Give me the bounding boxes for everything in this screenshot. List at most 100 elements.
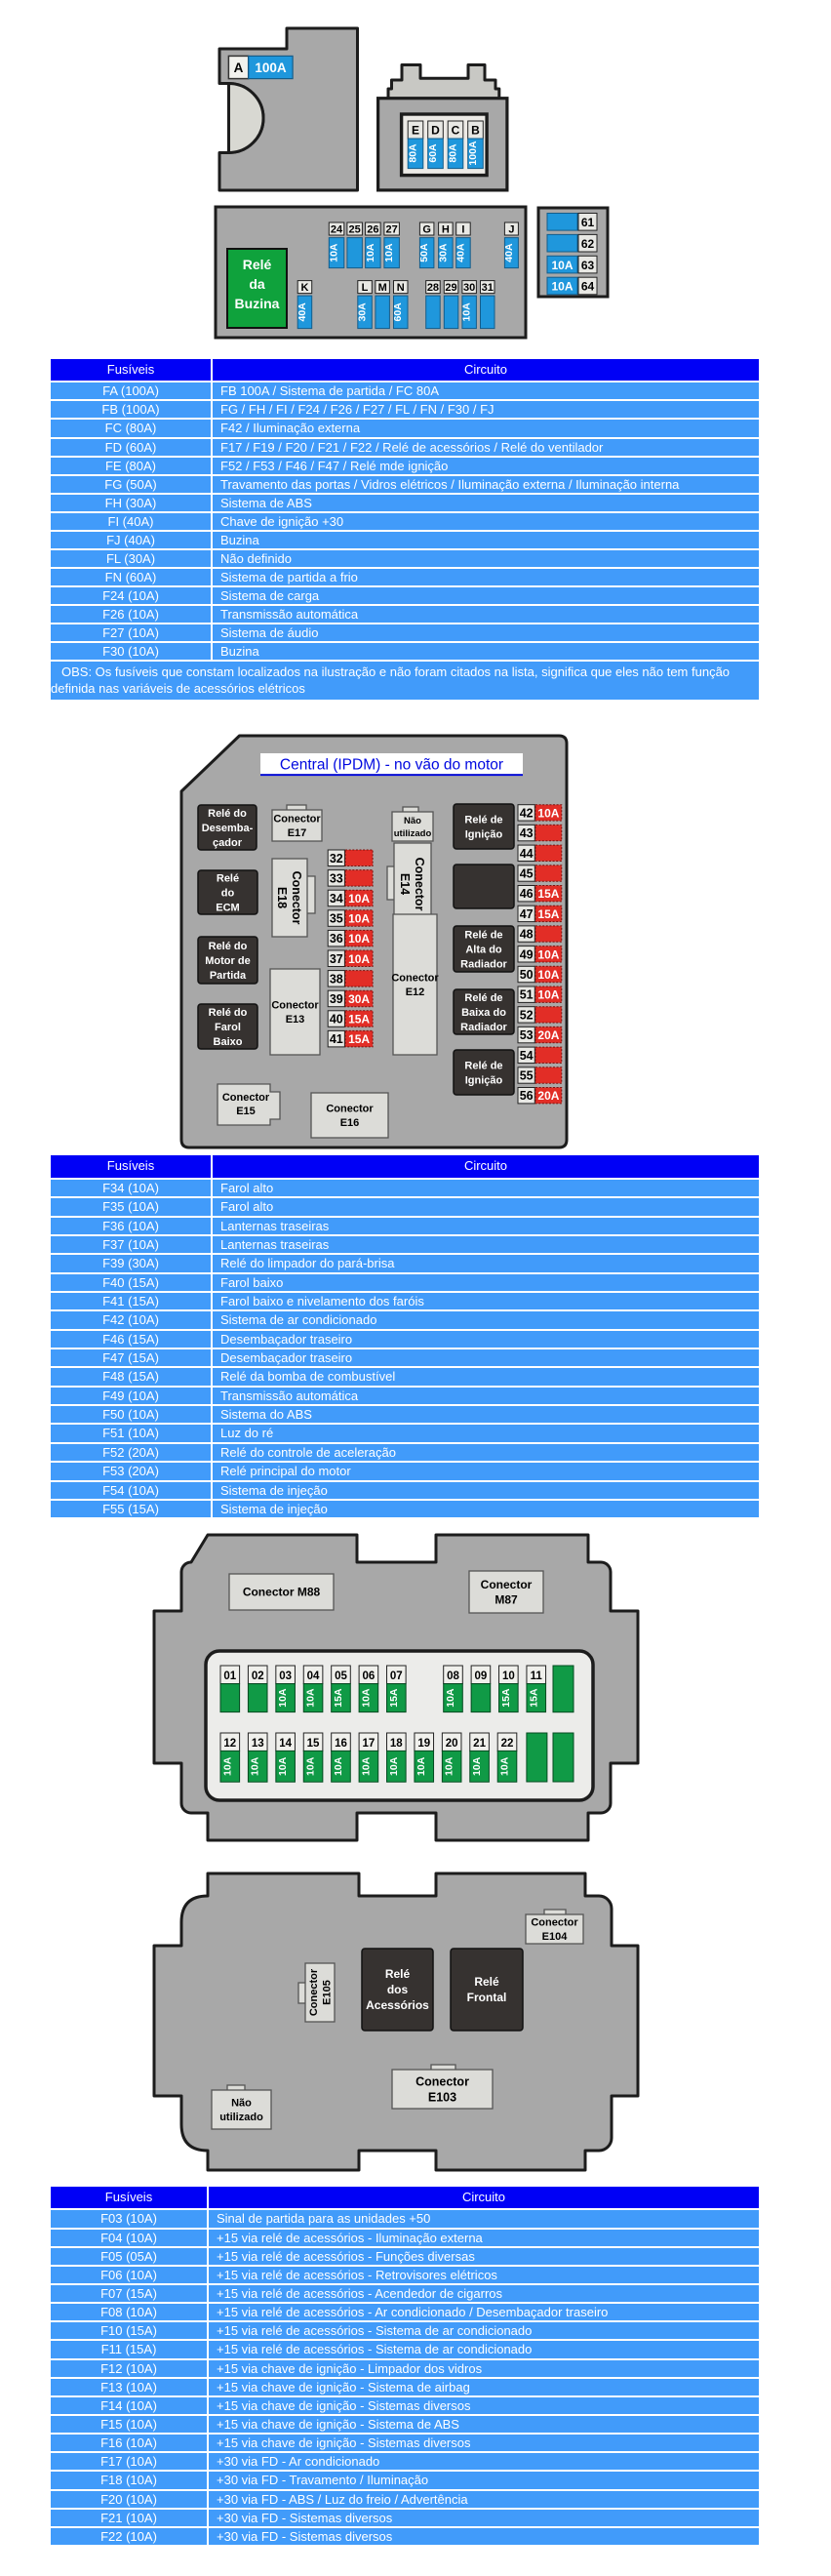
svg-text:50A: 50A bbox=[418, 243, 430, 262]
svg-text:17: 17 bbox=[363, 1738, 376, 1750]
svg-text:15: 15 bbox=[307, 1738, 320, 1750]
svg-text:63: 63 bbox=[581, 259, 595, 272]
svg-text:Buzina: Buzina bbox=[235, 296, 280, 311]
svg-text:30A: 30A bbox=[357, 302, 369, 322]
svg-text:C: C bbox=[452, 124, 460, 138]
svg-text:G: G bbox=[422, 224, 431, 236]
svg-text:10A: 10A bbox=[360, 1756, 372, 1776]
svg-text:L: L bbox=[362, 282, 369, 294]
svg-text:Conector: Conector bbox=[290, 871, 303, 925]
svg-text:80A: 80A bbox=[408, 143, 419, 163]
svg-text:08: 08 bbox=[447, 1670, 459, 1682]
svg-text:10A: 10A bbox=[537, 947, 559, 961]
svg-text:48: 48 bbox=[520, 928, 534, 942]
svg-text:60A: 60A bbox=[427, 143, 439, 163]
svg-text:19: 19 bbox=[417, 1738, 430, 1750]
svg-text:10A: 10A bbox=[551, 280, 573, 294]
svg-text:20: 20 bbox=[446, 1738, 458, 1750]
svg-text:E16: E16 bbox=[340, 1117, 360, 1129]
svg-text:15A: 15A bbox=[348, 1032, 370, 1046]
svg-text:Desemba-: Desemba- bbox=[202, 823, 254, 834]
svg-text:28: 28 bbox=[427, 282, 439, 294]
svg-text:46: 46 bbox=[520, 887, 534, 901]
svg-text:Baixo: Baixo bbox=[214, 1036, 243, 1048]
svg-text:30: 30 bbox=[463, 282, 475, 294]
svg-text:D: D bbox=[431, 124, 440, 138]
svg-text:H: H bbox=[442, 224, 450, 236]
svg-text:05: 05 bbox=[335, 1670, 347, 1682]
svg-text:E18: E18 bbox=[275, 887, 289, 908]
svg-text:10A: 10A bbox=[329, 243, 340, 262]
svg-text:Relé do: Relé do bbox=[209, 941, 248, 952]
svg-text:B: B bbox=[471, 124, 480, 138]
svg-text:I: I bbox=[461, 224, 464, 236]
svg-text:40A: 40A bbox=[455, 243, 466, 262]
svg-text:42: 42 bbox=[520, 806, 534, 820]
svg-text:Conector: Conector bbox=[391, 973, 439, 985]
svg-text:çador: çador bbox=[213, 837, 243, 849]
svg-text:54: 54 bbox=[520, 1049, 534, 1063]
svg-text:10A: 10A bbox=[461, 302, 473, 322]
svg-text:J: J bbox=[508, 224, 514, 236]
svg-text:da: da bbox=[249, 276, 265, 292]
svg-text:13: 13 bbox=[252, 1738, 264, 1750]
svg-text:15A: 15A bbox=[333, 1688, 344, 1708]
svg-text:Conector: Conector bbox=[273, 814, 321, 825]
svg-text:10A: 10A bbox=[333, 1756, 344, 1776]
svg-text:10A: 10A bbox=[537, 988, 559, 1002]
svg-text:Relé: Relé bbox=[474, 1975, 499, 1989]
svg-text:Radiador: Radiador bbox=[460, 958, 507, 970]
svg-text:10A: 10A bbox=[499, 1756, 511, 1776]
svg-text:10A: 10A bbox=[348, 912, 370, 926]
svg-text:Conector: Conector bbox=[416, 2074, 469, 2088]
svg-text:10A: 10A bbox=[305, 1756, 317, 1776]
svg-text:49: 49 bbox=[520, 947, 534, 961]
svg-text:ECM: ECM bbox=[216, 902, 239, 913]
svg-text:12: 12 bbox=[223, 1738, 236, 1750]
svg-text:Relé: Relé bbox=[243, 257, 272, 272]
svg-text:Relé de: Relé de bbox=[464, 992, 502, 1004]
svg-text:100A: 100A bbox=[467, 141, 479, 166]
svg-text:Alta do: Alta do bbox=[465, 944, 502, 955]
svg-text:10A: 10A bbox=[445, 1688, 456, 1708]
svg-text:Conector M88: Conector M88 bbox=[243, 1586, 321, 1599]
svg-text:10A: 10A bbox=[365, 243, 376, 262]
svg-text:dos: dos bbox=[387, 1983, 409, 1996]
svg-text:55: 55 bbox=[520, 1069, 534, 1083]
svg-text:Conector: Conector bbox=[481, 1578, 533, 1591]
svg-text:14: 14 bbox=[279, 1738, 292, 1750]
svg-text:do: do bbox=[221, 887, 235, 899]
svg-text:E105: E105 bbox=[322, 1980, 334, 2005]
svg-text:Relé de: Relé de bbox=[464, 1060, 502, 1071]
svg-text:20A: 20A bbox=[537, 1028, 559, 1042]
svg-text:Acessórios: Acessórios bbox=[366, 1998, 429, 2012]
svg-text:Conector: Conector bbox=[271, 1000, 319, 1012]
svg-text:Conector: Conector bbox=[326, 1104, 374, 1115]
svg-text:Central (IPDM) - no vão do mot: Central (IPDM) - no vão do motor bbox=[280, 757, 503, 774]
svg-text:62: 62 bbox=[581, 237, 595, 251]
svg-text:A: A bbox=[234, 60, 244, 75]
svg-text:30A: 30A bbox=[348, 992, 370, 1006]
svg-text:10A: 10A bbox=[277, 1688, 289, 1708]
svg-text:24: 24 bbox=[331, 224, 343, 236]
svg-text:36: 36 bbox=[330, 932, 343, 946]
svg-text:47: 47 bbox=[520, 907, 534, 921]
svg-text:10A: 10A bbox=[348, 932, 370, 946]
svg-text:10A: 10A bbox=[388, 1756, 400, 1776]
svg-text:Baixa do: Baixa do bbox=[461, 1007, 506, 1019]
svg-text:10A: 10A bbox=[277, 1756, 289, 1776]
svg-text:E14: E14 bbox=[398, 873, 412, 895]
svg-text:Partida: Partida bbox=[210, 970, 247, 982]
svg-text:Conector: Conector bbox=[413, 858, 426, 911]
svg-text:10A: 10A bbox=[551, 259, 573, 272]
svg-text:51: 51 bbox=[520, 988, 534, 1002]
svg-text:10A: 10A bbox=[537, 968, 559, 982]
svg-text:53: 53 bbox=[520, 1028, 534, 1042]
svg-text:Relé do: Relé do bbox=[208, 808, 247, 820]
svg-text:35: 35 bbox=[330, 912, 343, 926]
svg-text:Relé de: Relé de bbox=[464, 929, 502, 941]
svg-text:11: 11 bbox=[531, 1670, 543, 1682]
svg-text:26: 26 bbox=[367, 224, 378, 236]
svg-text:15A: 15A bbox=[528, 1688, 539, 1708]
svg-text:61: 61 bbox=[581, 216, 595, 229]
